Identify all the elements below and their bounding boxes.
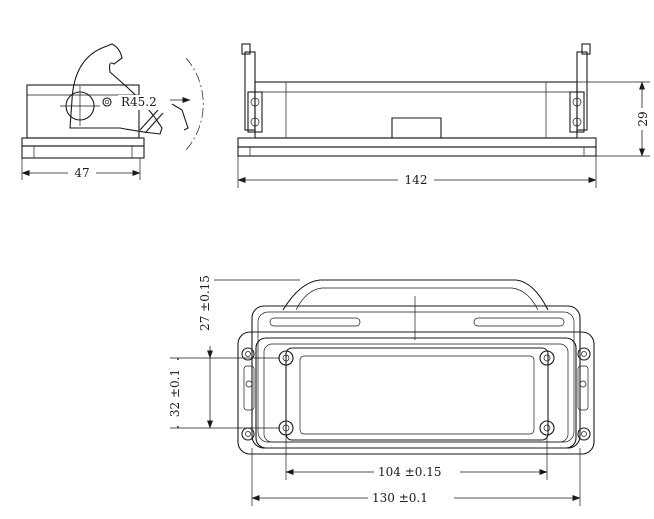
top-view: 104 ±0.15 130 ±0.1 32 ±0.1 27 ±0.15	[168, 262, 595, 506]
dim-hole-horizontal: 104 ±0.15	[378, 465, 442, 479]
front-view: 142 29	[237, 43, 650, 188]
side-view: 47 R45.2	[21, 43, 204, 180]
dim-radius: R45.2	[121, 95, 157, 109]
dim-hole-vertical: 32 ±0.1	[168, 369, 182, 417]
dim-overall-width: 130 ±0.1	[372, 491, 428, 505]
dim-front-height: 29	[636, 111, 650, 126]
dim-top-offset: 27 ±0.15	[198, 275, 212, 331]
corner-holes	[241, 347, 591, 441]
dim-side-width: 47	[74, 166, 89, 180]
dim-front-length: 142	[405, 173, 428, 187]
